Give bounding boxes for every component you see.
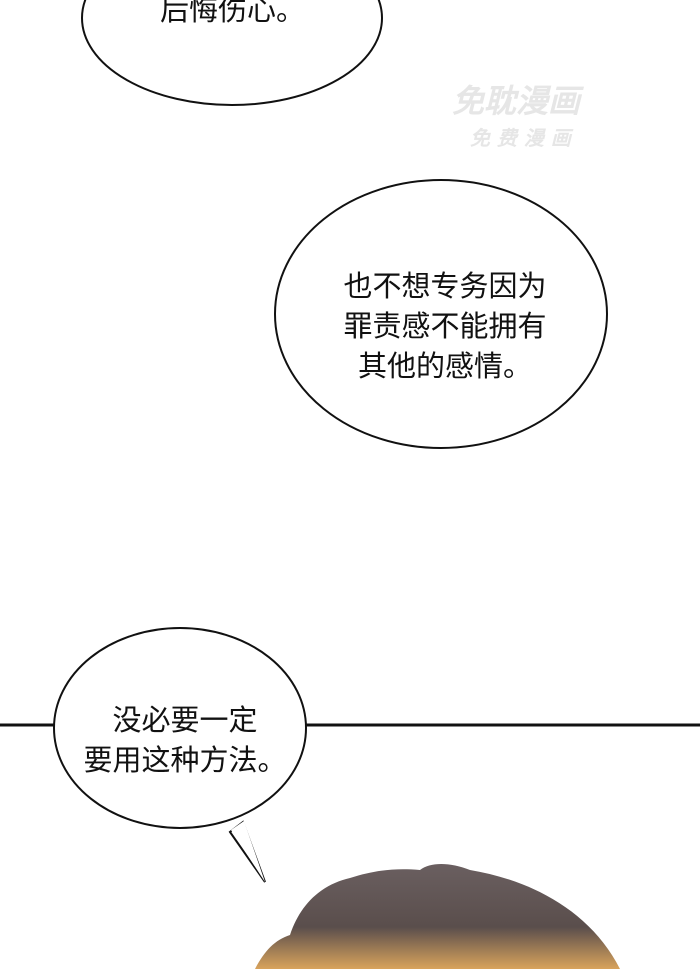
bubble-line: 也不想专务因为: [343, 269, 547, 303]
bubble-line: 要用这种方法。: [83, 743, 287, 777]
bubble-top-text: 后悔伤心。: [160, 0, 306, 27]
bubble-line: 罪责感不能拥有: [343, 309, 547, 343]
bubble-line: 其他的感情。: [357, 349, 532, 383]
watermark-sub: 免 费 漫 画: [470, 126, 571, 150]
bubble-line: 没必要一定: [112, 703, 258, 737]
speech-bubble-top: [81, 0, 383, 106]
bubble-middle-text: 也不想专务因为 罪责感不能拥有 其他的感情。: [320, 266, 570, 386]
bubble-bottom-text: 没必要一定 要用这种方法。: [70, 700, 300, 780]
hair-art: [255, 864, 620, 969]
speech-bubble-bottom-body: [53, 627, 307, 829]
watermark-main: 免耽漫画: [452, 82, 581, 120]
speech-bubble-middle: [274, 179, 608, 449]
